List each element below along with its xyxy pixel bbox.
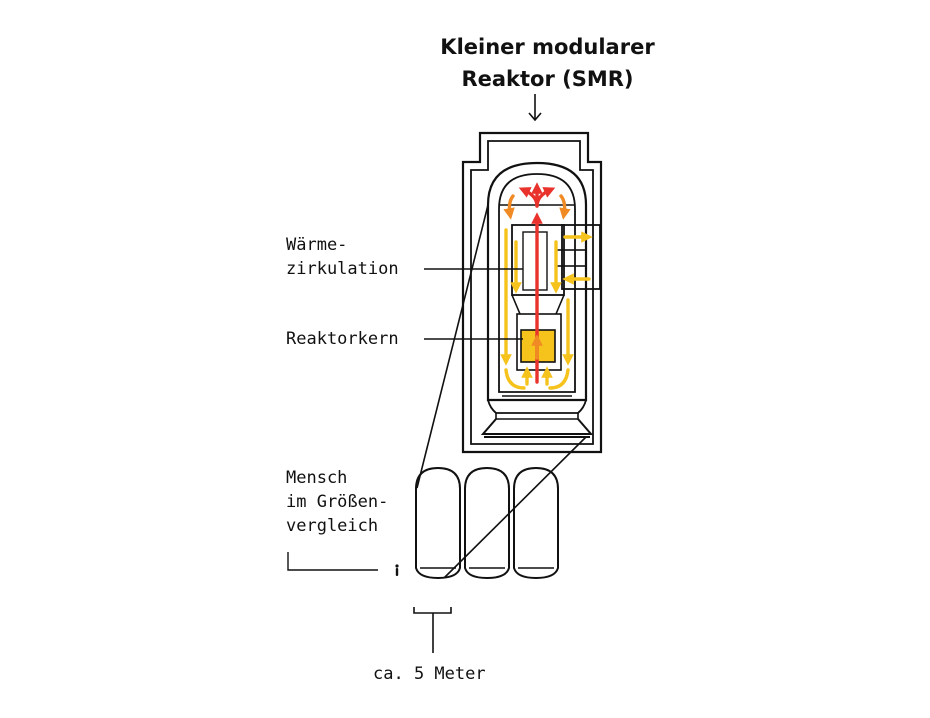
cool-flow-bottom-left: [504, 368, 526, 390]
warm-flow-left: [503, 194, 515, 220]
scale-bracket: [413, 607, 452, 653]
title-line-2: Reaktor (SMR): [461, 67, 634, 91]
cool-flow-bottom-right: [548, 368, 570, 390]
human-comparison-label: Mensch im Größen- vergleich: [286, 466, 388, 538]
heat-label-line-2: zirkulation: [286, 259, 399, 279]
title-line-1: Kleiner modularer: [440, 35, 655, 59]
human-leader-line: [287, 552, 378, 571]
zoom-projection-lines: [416, 204, 587, 579]
scale-vessels: [415, 466, 559, 580]
human-figure-icon: [395, 564, 399, 576]
scale-label: ca. 5 Meter: [373, 664, 486, 684]
scale-vessel-3: [513, 466, 559, 580]
scale-vessel-1: [415, 466, 461, 580]
heat-circulation-flows: [500, 182, 593, 390]
diagram-title: Kleiner modularer Reaktor (SMR): [375, 31, 720, 95]
heat-label-line-1: Wärme-: [286, 235, 348, 255]
warm-flow-right: [559, 194, 571, 220]
reactor-core-label: Reaktorkern: [286, 329, 399, 349]
hot-flow-split-right: [535, 187, 556, 208]
scale-vessel-2: [464, 466, 510, 580]
human-label-line-3: vergleich: [286, 516, 379, 536]
human-label-line-2: im Größen-: [286, 492, 389, 512]
heat-circulation-label: Wärme- zirkulation: [286, 233, 399, 281]
title-pointer-arrow: [528, 94, 542, 122]
leader-lines: [287, 268, 523, 571]
human-label-line-1: Mensch: [286, 468, 348, 488]
containment-building: [461, 131, 603, 454]
hot-flow-split-left: [518, 187, 539, 208]
